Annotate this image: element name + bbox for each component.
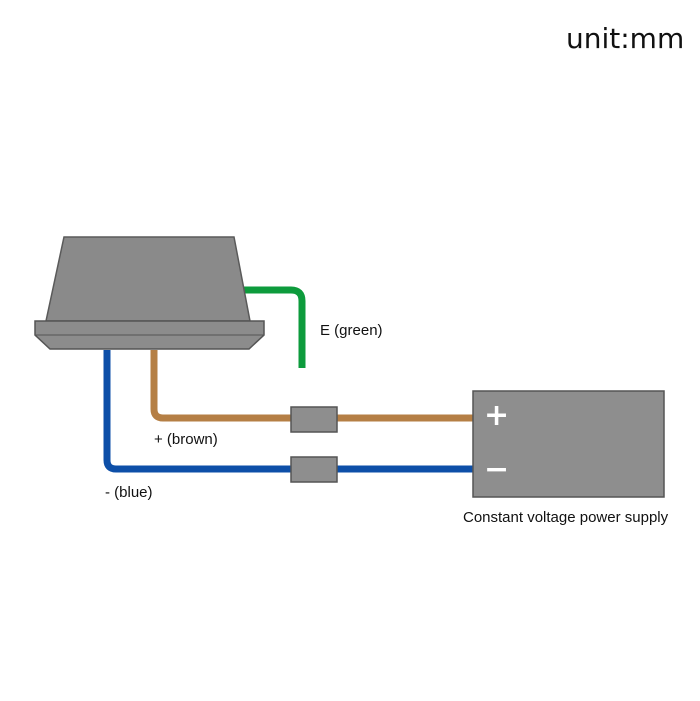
power-supply-label: Constant voltage power supply xyxy=(463,509,669,526)
ground-wire-label: E (green) xyxy=(320,322,383,339)
minus-terminal-sign: − xyxy=(484,452,510,487)
unit-label: unit:mm xyxy=(566,22,685,55)
power-supply-box xyxy=(472,390,665,498)
brown-connector xyxy=(290,406,338,433)
plus-terminal-sign: + xyxy=(484,398,510,433)
green-wire xyxy=(240,286,306,368)
blue-wire xyxy=(103,350,473,473)
negative-wire-label: - (blue) xyxy=(105,484,153,501)
blue-connector xyxy=(290,456,338,483)
positive-wire-label: + (brown) xyxy=(154,431,218,448)
device-body xyxy=(45,236,251,322)
brown-wire xyxy=(150,350,473,422)
